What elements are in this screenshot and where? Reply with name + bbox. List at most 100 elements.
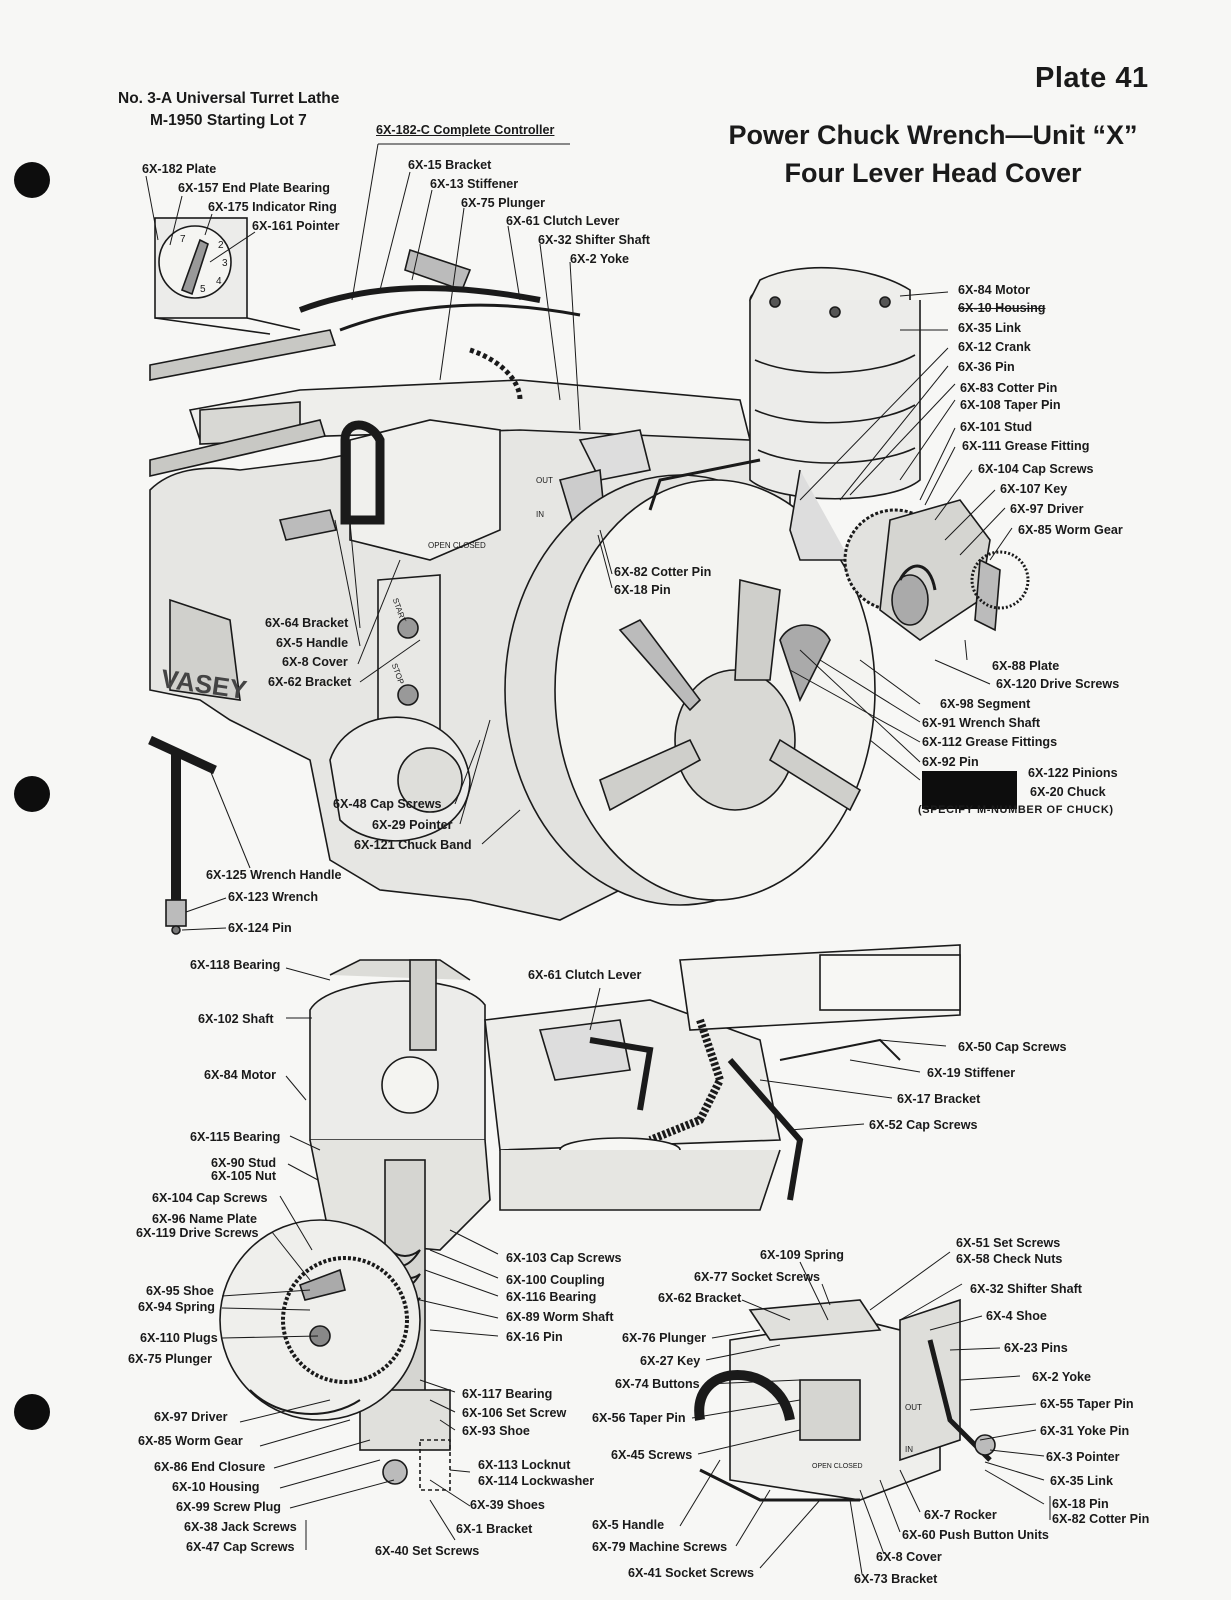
label-6x-39-shoes: 6X-39 Shoes xyxy=(470,1498,545,1512)
label-6x-102-shaft: 6X-102 Shaft xyxy=(198,1012,274,1026)
plate-number: Plate 41 xyxy=(1035,62,1149,94)
label-6x-51-set-screws: 6X-51 Set Screws xyxy=(956,1236,1061,1250)
label-6x-76-plunger: 6X-76 Plunger xyxy=(622,1331,706,1345)
label-6x-55-taper-pin: 6X-55 Taper Pin xyxy=(1040,1397,1134,1411)
dial-number: 2 xyxy=(218,240,224,251)
label-6x-161-pointer: 6X-161 Pointer xyxy=(252,219,340,233)
label-6x-124-pin: 6X-124 Pin xyxy=(228,921,292,935)
label-6x-93-shoe: 6X-93 Shoe xyxy=(462,1424,530,1438)
label-6x-175-indicator-ring: 6X-175 Indicator Ring xyxy=(208,200,337,214)
label-6x-91-wrench-shaft: 6X-91 Wrench Shaft xyxy=(922,716,1041,730)
label-6x-16-pin: 6X-16 Pin xyxy=(506,1330,563,1344)
label-6x-122-pinions: 6X-122 Pinions xyxy=(1028,766,1118,780)
chuck-wrench-drawing xyxy=(148,735,217,935)
label-6x-52-cap-screws: 6X-52 Cap Screws xyxy=(869,1118,978,1132)
label-6x-82-cotter-pin-bottom: 6X-82 Cotter Pin xyxy=(1052,1512,1150,1526)
label-6x-2-yoke: 6X-2 Yoke xyxy=(570,252,630,266)
label-6x-10-housing: 6X-10 Housing xyxy=(172,1480,260,1494)
label-6x-50-cap-screws: 6X-50 Cap Screws xyxy=(958,1040,1067,1054)
label-6x-105-nut: 6X-105 Nut xyxy=(211,1169,277,1183)
label-6x-118-bearing: 6X-118 Bearing xyxy=(190,958,281,972)
label-6x-99-screw-plug: 6X-99 Screw Plug xyxy=(176,1500,281,1514)
leader-lines-top xyxy=(145,143,1013,931)
label-6x-15-bracket: 6X-15 Bracket xyxy=(408,158,492,172)
machine-info: No. 3-A Universal Turret Lathe M-1950 St… xyxy=(118,88,339,132)
label-6x-36-pin: 6X-36 Pin xyxy=(958,360,1015,374)
out-marking: OUT xyxy=(536,476,553,485)
label-6x-35-link: 6X-35 Link xyxy=(958,321,1021,335)
label-6x-5-handle-bottom: 6X-5 Handle xyxy=(592,1518,665,1532)
label-6x-60-push-button-units: 6X-60 Push Button Units xyxy=(902,1528,1049,1542)
label-6x-114-lockwasher: 6X-114 Lockwasher xyxy=(478,1474,595,1488)
label-6x-86-end-closure: 6X-86 End Closure xyxy=(154,1460,266,1474)
label-6x-73-bracket: 6X-73 Bracket xyxy=(854,1572,938,1586)
label-6x-32-shifter-shaft: 6X-32 Shifter Shaft xyxy=(538,233,650,247)
label-6x-85-worm-gear-bottom: 6X-85 Worm Gear xyxy=(138,1434,243,1448)
label-6x-29-pointer: 6X-29 Pointer xyxy=(372,818,453,832)
label-6x-75-plunger-bottom: 6X-75 Plunger xyxy=(128,1352,212,1366)
chuck-drawing xyxy=(504,474,876,906)
label-6x-32-shifter-shaft-bottom: 6X-32 Shifter Shaft xyxy=(970,1282,1082,1296)
label-6x-61-clutch-lever-bottom: 6X-61 Clutch Lever xyxy=(528,968,642,982)
label-6x-62-bracket-bottom: 6X-62 Bracket xyxy=(658,1291,742,1305)
label-6x-98-segment: 6X-98 Segment xyxy=(940,697,1031,711)
label-6x-27-key: 6X-27 Key xyxy=(640,1354,701,1368)
label-6x-56-taper-pin: 6X-56 Taper Pin xyxy=(592,1411,686,1425)
plate-title-line2: Four Lever Head Cover xyxy=(784,158,1082,188)
open-closed-marking: OPEN CLOSED xyxy=(428,541,486,550)
label-6x-82-cotter-pin: 6X-82 Cotter Pin xyxy=(614,565,712,579)
binder-hole-middle xyxy=(14,776,50,812)
controller-box-drawing: OPEN CLOSED OUT IN START STOP xyxy=(340,419,553,743)
label-6x-119-drive-screws: 6X-119 Drive Screws xyxy=(136,1226,259,1240)
label-6x-95-shoe: 6X-95 Shoe xyxy=(146,1284,214,1298)
label-6x-88-plate: 6X-88 Plate xyxy=(992,659,1060,673)
machine-line2: M-1950 Starting Lot 7 xyxy=(150,112,307,129)
label-6x-96-name-plate: 6X-96 Name Plate xyxy=(152,1212,258,1226)
label-specify-m-number-note: (SPECIFY M-NUMBER OF CHUCK) xyxy=(918,804,1114,816)
label-6x-18-pin: 6X-18 Pin xyxy=(614,583,671,597)
label-6x-58-check-nuts: 6X-58 Check Nuts xyxy=(956,1252,1063,1266)
label-6x-92-pin: 6X-92 Pin xyxy=(922,755,979,769)
label-6x-104-cap-screws: 6X-104 Cap Screws xyxy=(978,462,1094,476)
label-6x-116-bearing: 6X-116 Bearing xyxy=(506,1290,597,1304)
label-6x-77-socket-screws: 6X-77 Socket Screws xyxy=(694,1270,821,1284)
label-6x-61-clutch-lever: 6X-61 Clutch Lever xyxy=(506,214,620,228)
label-6x-101-stud: 6X-101 Stud xyxy=(960,420,1033,434)
open-closed-marking-lower: OPEN CLOSED xyxy=(812,1463,863,1470)
dial-number: 4 xyxy=(216,276,222,287)
binder-hole-top xyxy=(14,162,50,198)
worm-gear-section-drawing xyxy=(219,1219,421,1421)
label-6x-45-screws: 6X-45 Screws xyxy=(611,1448,693,1462)
label-6x-113-locknut: 6X-113 Locknut xyxy=(478,1458,571,1472)
label-6x-79-machine-screws: 6X-79 Machine Screws xyxy=(592,1540,728,1554)
label-6x-2-yoke-bottom: 6X-2 Yoke xyxy=(1032,1370,1092,1384)
label-6x-109-spring: 6X-109 Spring xyxy=(760,1248,844,1262)
label-6x-125-wrench-handle: 6X-125 Wrench Handle xyxy=(206,868,342,882)
label-6x-84-motor-bottom: 6X-84 Motor xyxy=(204,1068,277,1082)
label-6x-10-housing-struck: 6X-10 Housing xyxy=(958,301,1046,315)
label-6x-38-jack-screws: 6X-38 Jack Screws xyxy=(184,1520,297,1534)
label-6x-40-set-screws: 6X-40 Set Screws xyxy=(375,1544,480,1558)
label-6x-104-cap-screws-bottom: 6X-104 Cap Screws xyxy=(152,1191,268,1205)
plate-title: Power Chuck Wrench—Unit “X” Four Lever H… xyxy=(698,116,1168,192)
label-6x-103-cap-screws: 6X-103 Cap Screws xyxy=(506,1251,622,1265)
label-6x-3-pointer: 6X-3 Pointer xyxy=(1046,1450,1120,1464)
label-6x-74-buttons: 6X-74 Buttons xyxy=(615,1377,700,1391)
label-6x-8-cover: 6X-8 Cover xyxy=(282,655,348,669)
label-6x-182-c-complete-controller: 6X-182-C Complete Controller xyxy=(376,123,555,137)
clutch-linkage-drawing xyxy=(484,944,961,1211)
label-6x-35-link-bottom: 6X-35 Link xyxy=(1050,1474,1113,1488)
label-6x-107-key: 6X-107 Key xyxy=(1000,482,1068,496)
label-6x-5-handle: 6X-5 Handle xyxy=(276,636,349,650)
label-6x-97-driver: 6X-97 Driver xyxy=(1010,502,1084,516)
in-marking: IN xyxy=(536,510,544,519)
in-marking-lower: IN xyxy=(905,1445,913,1454)
label-6x-20-chuck: 6X-20 Chuck xyxy=(1030,785,1106,799)
label-6x-18-pin-bottom: 6X-18 Pin xyxy=(1052,1497,1109,1511)
label-6x-23-pins: 6X-23 Pins xyxy=(1004,1341,1068,1355)
label-6x-157-end-plate-bearing: 6X-157 End Plate Bearing xyxy=(178,181,330,195)
redacted-block xyxy=(922,771,1017,809)
label-6x-90-stud: 6X-90 Stud xyxy=(211,1156,277,1170)
controller-exploded-drawing: OPEN CLOSED OUT IN xyxy=(694,1298,996,1502)
